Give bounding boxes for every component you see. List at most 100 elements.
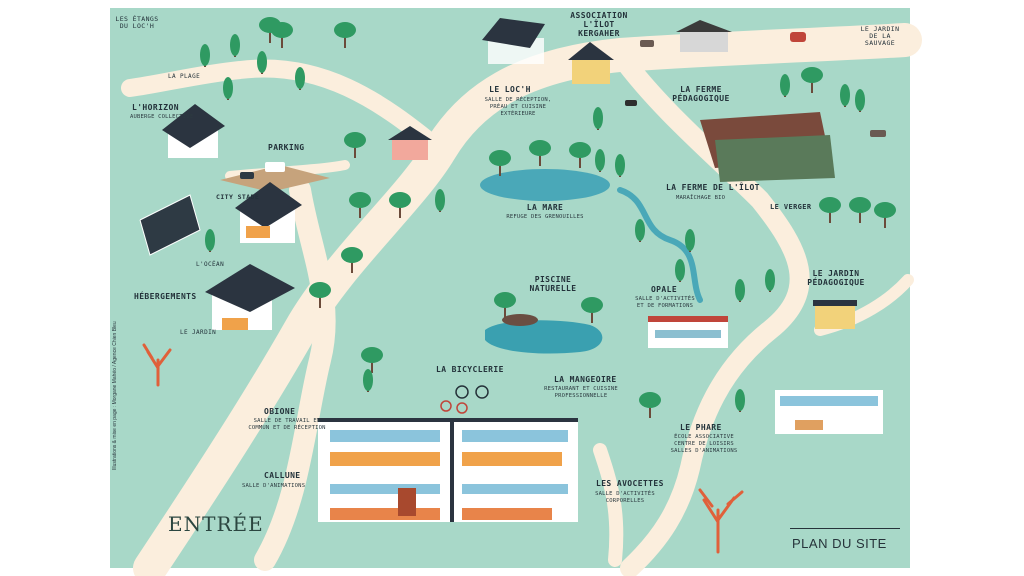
bicycles [440,385,489,414]
opale-building [648,316,728,348]
label-opale[interactable]: OPALE [650,285,678,294]
label-loch-sub: SALLE DE RÉCEPTION, PRÉAU ET CUISINE EXT… [484,97,552,117]
label-ocean[interactable]: L'OCÉAN [196,261,225,268]
label-bicyclerie[interactable]: LA BICYCLERIE [436,365,504,374]
label-mare[interactable]: LA MARE [526,203,564,212]
poplar-tree [205,229,215,252]
round-tree [341,247,363,273]
poplar-tree [855,89,865,112]
label-plage: LA PLAGE [168,73,201,80]
round-tree [801,67,823,93]
label-hebergements[interactable]: HÉBERGEMENTS [134,292,197,301]
poplar-tree [840,84,850,107]
round-tree [489,150,511,176]
round-tree [334,22,356,48]
label-horizon[interactable]: L'HORIZON [132,103,179,112]
label-callune-sub: SALLE D'ANIMATIONS [242,483,306,489]
label-ferme-ilot[interactable]: LA FERME DE L'ÎLOT [666,183,760,192]
poplar-tree [200,44,210,67]
poplar-tree [675,259,685,282]
pink-house [388,126,432,160]
label-callune[interactable]: CALLUNE [264,471,301,480]
label-phare-sub: ÉCOLE ASSOCIATIVE CENTRE DE LOISIRS SALL… [670,434,738,454]
round-tree [259,17,281,43]
poplar-tree [635,219,645,242]
trees [200,17,896,418]
poplar-tree [765,269,775,292]
round-tree [874,202,896,228]
round-tree [309,282,331,308]
farm-fields [700,112,835,182]
label-parking[interactable]: PARKING [268,143,305,152]
poplar-tree [615,154,625,177]
poplar-tree [435,189,445,212]
label-loch[interactable]: LE LOC'H [489,85,531,94]
round-tree [389,192,411,218]
loch-reception [482,18,545,64]
label-obione[interactable]: OBIONE [264,407,296,416]
hebergement-ocean-building [235,182,302,243]
water-features [480,169,703,354]
round-tree [529,140,551,166]
label-mangeoire-sub: RESTAURANT ET CUISINE PROFESSIONNELLE [544,386,618,399]
poplar-tree [230,34,240,57]
map-title: PLAN DU SITE [792,536,887,551]
round-tree [349,192,371,218]
horizon-building [162,104,225,158]
poplar-tree [735,279,745,302]
label-verger[interactable]: LE VERGER [770,203,812,211]
label-avocettes-sub: SALLE D'ACTIVITÉS CORPORELLES [595,491,655,504]
poplar-tree [223,77,233,100]
label-mare-sub: REFUGE DES GRENOUILLES [506,214,584,220]
hebergement-jardin-building [205,264,295,330]
farm-animals [625,32,886,137]
label-mangeoire[interactable]: LA MANGEOIRE [554,375,617,384]
label-horizon-sub: AUBERGE COLLECTIVE [130,114,194,120]
poplar-tree [735,389,745,412]
car [240,172,254,179]
round-tree [494,292,516,318]
label-association[interactable]: ASSOCIATION L'ÎLOT KERGAHER [570,11,628,38]
natural-pool [485,320,603,354]
round-tree [569,142,591,168]
round-tree [849,197,871,223]
farm-barn [676,20,732,52]
poplar-tree [257,51,267,74]
label-ferme-ilot-sub: MARAÎCHAGE BIO [676,195,726,201]
round-tree [361,347,383,373]
city-stade-court [139,194,201,256]
coral-trees [142,343,744,554]
label-city-stade[interactable]: CITY STADE [216,193,260,201]
association-house [568,42,614,84]
phare-building [775,390,883,434]
label-ferme-pedagogique[interactable]: LA FERME PÉDAGOGIQUE [672,85,730,103]
illustration-credit: Illustrations & mise en page : Morgane M… [112,321,118,470]
round-tree [344,132,366,158]
title-divider [790,528,900,529]
label-opale-sub: SALLE D'ACTIVITÉS ET DE FORMATIONS [635,296,695,309]
poplar-tree [593,107,603,130]
stream [617,187,703,303]
label-jardin-pedagogique[interactable]: LE JARDIN PÉDAGOGIQUE [807,269,865,287]
round-tree [639,392,661,418]
poplar-tree [363,369,373,392]
poplar-tree [780,74,790,97]
entrance-label[interactable]: ENTRÉE [168,512,264,536]
parking-area [220,162,330,192]
label-jardin-sauvage: LE JARDIN DE LA SAUVAGE [860,25,900,48]
jardin-pedagogique-shed [813,300,857,329]
poplar-tree [295,67,305,90]
label-phare[interactable]: LE PHARE [680,423,722,432]
van [265,162,285,172]
label-etangs: LES ÉTANGS DU LOC'H [115,15,159,31]
label-le-jardin[interactable]: LE JARDIN [180,329,217,336]
round-tree [819,197,841,223]
buildings [162,18,883,522]
la-mare-pond [480,169,610,201]
poplar-tree [595,149,605,172]
label-avocettes[interactable]: LES AVOCETTES [596,479,664,488]
round-tree [581,297,603,323]
poplar-tree [685,229,695,252]
label-piscine[interactable]: PISCINE NATURELLE [529,275,577,293]
